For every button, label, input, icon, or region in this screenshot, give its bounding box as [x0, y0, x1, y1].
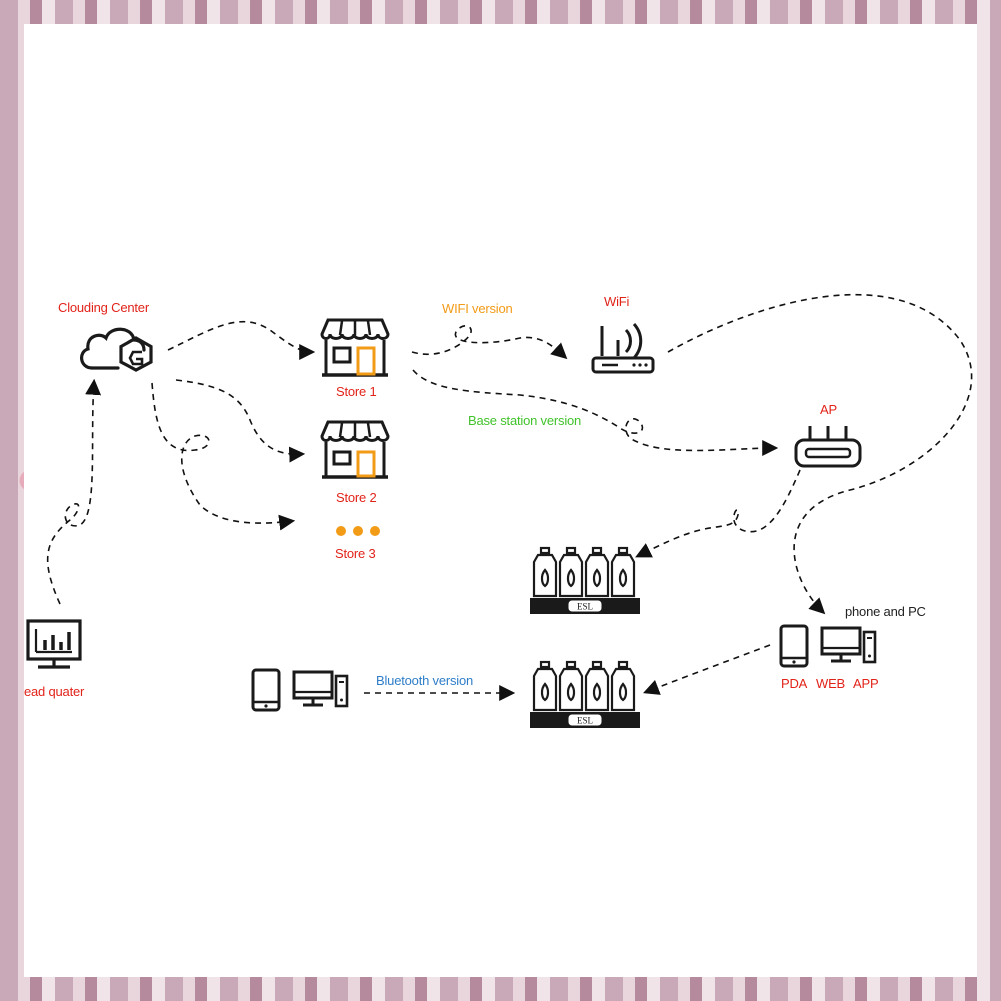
base-station-version-label: Base station version	[468, 413, 582, 428]
store3-label: Store 3	[335, 546, 376, 561]
phone-and-pc-label: phone and PC	[845, 604, 926, 619]
access-point-icon	[794, 426, 862, 468]
arrow-store1-to-ap	[412, 369, 779, 457]
wifi-version-label: WIFI version	[442, 301, 513, 316]
arrow-cloud-to-store2	[175, 379, 306, 463]
arrow-hq-to-cloud	[46, 378, 102, 605]
desktop-pc-icon	[820, 626, 877, 664]
arrow-cloud-to-store3	[151, 382, 296, 531]
tablet-icon	[779, 624, 809, 668]
arrow-pc-to-esl	[643, 644, 771, 695]
esl-tag-shelf-icon: ESL	[530, 660, 640, 728]
esl-label: ESL	[577, 602, 593, 612]
arrow-ap-to-esl	[635, 469, 801, 558]
arrow-cloud-to-store1	[167, 320, 316, 360]
cloud-icon	[80, 327, 153, 372]
ap-label: AP	[820, 402, 837, 417]
store2-label: Store 2	[336, 490, 377, 505]
bluetooth-version-label: Bluetooth version	[376, 673, 474, 688]
arrow-store1-to-wifi	[411, 325, 568, 360]
arrow-wifi-to-pc	[667, 293, 973, 615]
monitor-chart-icon	[26, 619, 82, 669]
clouding-center-label: Clouding Center	[58, 300, 149, 315]
store1-label: Store 1	[336, 384, 377, 399]
head-quarter-label: ead quater	[24, 684, 85, 699]
router-icon	[591, 322, 655, 374]
more-stores-dots	[336, 526, 380, 536]
app-label: APP	[853, 676, 879, 691]
tablet-icon	[251, 668, 281, 712]
esl-tag-shelf-icon: ESL	[530, 546, 640, 614]
desktop-pc-icon	[292, 670, 349, 708]
esl-label: ESL	[577, 716, 593, 726]
diagram-panel	[24, 24, 977, 977]
store-icon	[320, 420, 390, 479]
web-label: WEB	[816, 676, 846, 691]
pda-label: PDA	[781, 676, 808, 691]
wifi-label: WiFi	[604, 294, 630, 309]
store-icon	[320, 318, 390, 377]
